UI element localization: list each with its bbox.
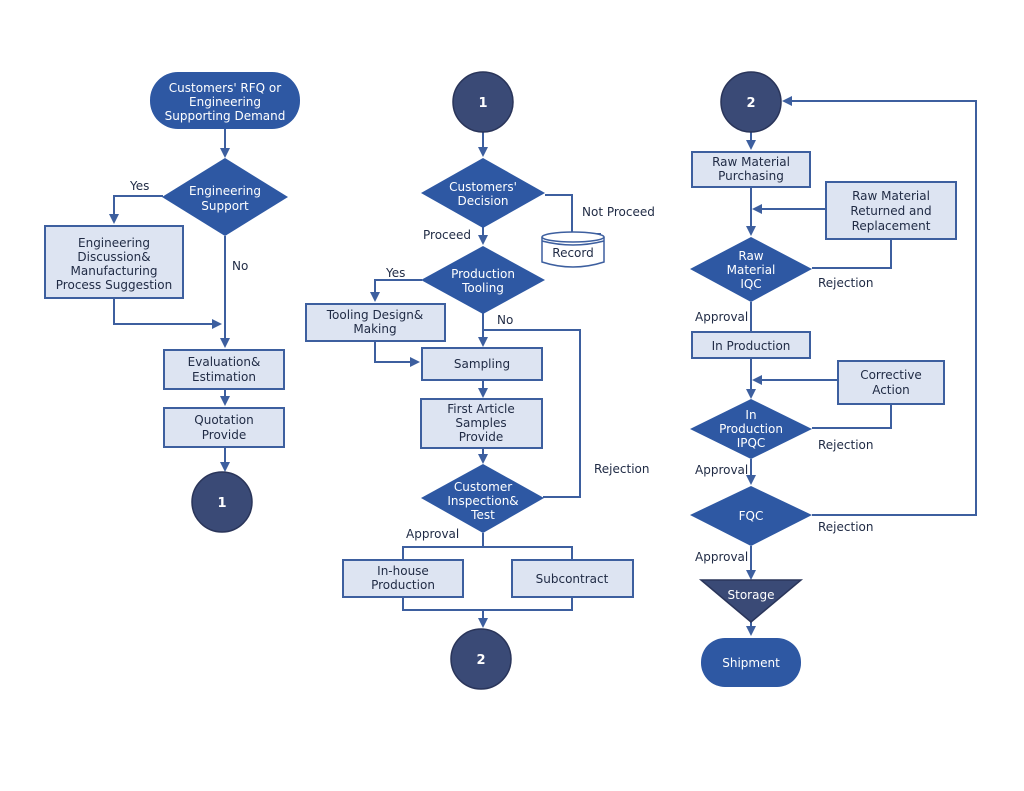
edge-label-rejection-1: Rejection [594, 462, 649, 476]
start-terminal-rfq: Customers' RFQ or Engineering Supporting… [150, 72, 300, 129]
datastore-record: Record [541, 231, 605, 268]
process-raw-material-returned: Raw Material Returned and Replacement [825, 181, 957, 240]
connector-circle-2-bottom: 2 [450, 628, 512, 690]
raw-returned-line-1: Raw Material [852, 189, 930, 203]
edge-label-yes-2: Yes [385, 266, 405, 280]
connector-1-top-label: 1 [478, 96, 487, 111]
edge-label-not-proceed: Not Proceed [582, 205, 655, 219]
tooling-design-line-1: Tooling Design& [326, 308, 423, 322]
process-in-production: In Production [691, 331, 811, 359]
in-production-label: In Production [712, 339, 791, 353]
process-corrective-action: Corrective Action [837, 360, 945, 405]
process-subcontract: Subcontract [511, 559, 634, 598]
edge-label-approval-2: Approval [695, 310, 748, 324]
quotation-line-2: Provide [202, 428, 246, 442]
rfq-line-1: Customers' RFQ or [169, 81, 281, 95]
ipqc-line-1: In [745, 408, 756, 422]
decision-customers-decision: Customers' Decision [421, 158, 545, 228]
process-sampling: Sampling [421, 347, 543, 381]
process-first-article: First Article Samples Provide [420, 398, 543, 449]
edge-label-approval-4: Approval [695, 550, 748, 564]
connector-1-label: 1 [217, 496, 226, 511]
first-article-line-3: Provide [459, 430, 503, 444]
subcontract-label: Subcontract [536, 572, 609, 586]
rfq-line-3: Supporting Demand [165, 109, 286, 123]
shipment-label: Shipment [722, 656, 780, 670]
sampling-label: Sampling [454, 357, 510, 371]
first-article-line-2: Samples [455, 416, 506, 430]
inhouse-line-2: Production [371, 578, 435, 592]
ipqc-line-2: Production [719, 422, 783, 436]
edge-label-no-2: No [497, 313, 513, 327]
evaluation-line-2: Estimation [192, 370, 256, 384]
edge-label-rejection-3: Rejection [818, 438, 873, 452]
connectors-column-1 [109, 128, 230, 472]
decision-production-tooling: Production Tooling [421, 246, 545, 314]
raw-iqc-line-3: IQC [740, 277, 761, 291]
raw-purchasing-line-2: Purchasing [718, 169, 784, 183]
quotation-line-1: Quotation [194, 413, 253, 427]
eng-discussion-line-4: Process Suggestion [56, 278, 172, 292]
connector-circle-2-top: 2 [720, 71, 782, 133]
eng-discussion-line-1: Engineering [78, 236, 150, 250]
corrective-line-1: Corrective [860, 368, 922, 382]
process-quotation-provide: Quotation Provide [163, 407, 285, 448]
decision-fqc: FQC [690, 486, 812, 546]
process-tooling-design: Tooling Design& Making [305, 303, 446, 342]
eng-support-line-2: Support [201, 199, 249, 213]
production-tooling-line-1: Production [451, 267, 515, 281]
corrective-line-2: Action [872, 383, 910, 397]
process-inhouse-production: In-house Production [342, 559, 464, 598]
edge-label-rejection-2: Rejection [818, 276, 873, 290]
inhouse-line-1: In-house [377, 564, 429, 578]
customer-inspection-line-2: Inspection& [447, 494, 518, 508]
production-tooling-line-2: Tooling [461, 281, 504, 295]
eng-discussion-line-3: Manufacturing [71, 264, 158, 278]
decision-customer-inspection: Customer Inspection& Test [421, 464, 544, 533]
edge-label-approval-3: Approval [695, 463, 748, 477]
first-article-line-1: First Article [447, 402, 515, 416]
process-engineering-discussion: Engineering Discussion& Manufacturing Pr… [44, 225, 184, 299]
decision-ipqc: In Production IPQC [690, 399, 812, 459]
raw-returned-line-3: Replacement [852, 219, 931, 233]
eng-support-line-1: Engineering [189, 184, 261, 198]
ipqc-line-3: IPQC [737, 436, 766, 450]
connector-circle-1-bottom: 1 [191, 471, 253, 533]
edge-label-yes: Yes [129, 179, 149, 193]
connectors-column-3 [746, 96, 977, 636]
connector-circle-1-top: 1 [452, 71, 514, 133]
decision-engineering-support: Engineering Support [162, 158, 288, 236]
customer-inspection-line-1: Customer [454, 480, 512, 494]
tooling-design-line-2: Making [353, 322, 396, 336]
decision-raw-material-iqc: Raw Material IQC [690, 237, 812, 302]
connectors-column-2 [370, 131, 601, 628]
merge-storage: Storage [698, 579, 804, 623]
rfq-line-2: Engineering [189, 95, 261, 109]
raw-returned-line-2: Returned and [850, 204, 931, 218]
evaluation-line-1: Evaluation& [188, 355, 261, 369]
connector-2-label: 2 [476, 653, 485, 668]
storage-label: Storage [728, 588, 775, 602]
edge-label-proceed: Proceed [423, 228, 471, 242]
customer-inspection-line-3: Test [470, 508, 495, 522]
customers-decision-line-1: Customers' [449, 180, 517, 194]
end-terminal-shipment: Shipment [701, 638, 801, 687]
edge-label-approval-1: Approval [406, 527, 459, 541]
edge-label-no: No [232, 259, 248, 273]
process-raw-material-purchasing: Raw Material Purchasing [691, 151, 811, 188]
raw-purchasing-line-1: Raw Material [712, 155, 790, 169]
process-evaluation-estimation: Evaluation& Estimation [163, 349, 285, 390]
fqc-label: FQC [739, 509, 764, 523]
connector-2-top-label: 2 [746, 96, 755, 111]
raw-iqc-line-1: Raw [738, 249, 763, 263]
eng-discussion-line-2: Discussion& [77, 250, 150, 264]
customers-decision-line-2: Decision [457, 194, 508, 208]
edge-label-rejection-4: Rejection [818, 520, 873, 534]
record-label: Record [552, 246, 593, 260]
raw-iqc-line-2: Material [727, 263, 776, 277]
